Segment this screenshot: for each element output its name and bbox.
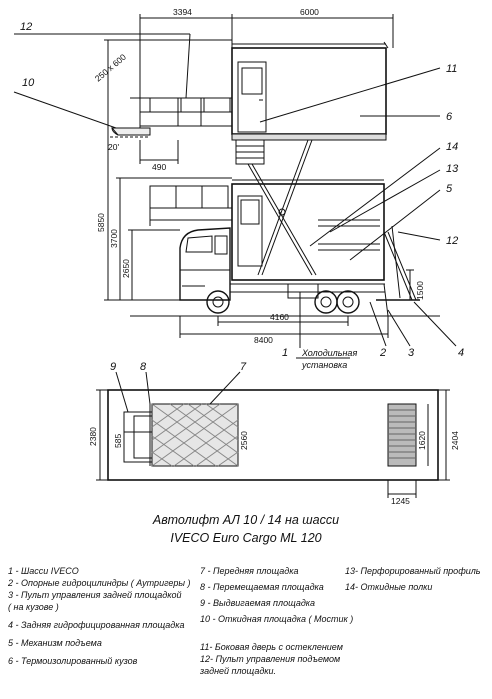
dim-6000: 6000 (300, 7, 319, 17)
legend-item: ( на кузове ) (8, 602, 59, 612)
callout-6: 6 (446, 111, 453, 123)
dim-2560: 2560 (239, 431, 249, 450)
callout-12-right: 12 (446, 235, 458, 247)
legend-item: 8 - Перемещаемая площадка (200, 582, 324, 592)
dim-1620: 1620 (417, 431, 427, 450)
callout-7: 7 (240, 361, 247, 373)
cold-unit-line1: Холодильная (301, 348, 357, 358)
cold-unit-line2: установка (301, 360, 347, 370)
legend-item: 4 - Задняя гидрофицированная площадка (8, 620, 185, 630)
dim-8400: 8400 (254, 335, 273, 345)
dim-3700: 3700 (109, 229, 119, 248)
lift-mechanism (247, 139, 317, 276)
drawing-title: Автолифт АЛ 10 / 14 на шасси (152, 513, 340, 527)
legend-item: задней площадки. (200, 666, 277, 676)
callout-1: 1 (282, 347, 288, 359)
callout-13: 13 (446, 163, 459, 175)
callout-12-top: 12 (20, 21, 32, 33)
callout-labels: 12 10 11 6 14 13 5 12 1 2 3 4 9 8 7 (20, 21, 464, 373)
dim-2404: 2404 (450, 431, 460, 450)
dim-3394: 3394 (173, 7, 192, 17)
legend-item: 10 - Откидная площадка ( Мостик ) (200, 614, 354, 624)
dim-250x600: 250 x 600 (93, 52, 128, 84)
legend-item: 9 - Выдвигаемая площадка (200, 598, 316, 608)
dim-1500: 1500 (415, 281, 425, 300)
legend-item: 6 - Термоизолированный кузов (8, 656, 138, 666)
drawing-subtitle: IVECO Euro Cargo ML 120 (170, 531, 322, 545)
technical-drawing: 3394 6000 250 x 600 20' 490 5850 3700 26… (13, 7, 464, 506)
legend-item: 12- Пульт управления подъемом (200, 654, 341, 664)
legend-item (200, 625, 353, 635)
callout-2: 2 (379, 347, 386, 359)
callout-5: 5 (446, 183, 453, 195)
callout-14: 14 (446, 141, 458, 153)
dim-2650: 2650 (121, 259, 131, 278)
legend-item: 13- Перфорированный профиль (345, 566, 481, 576)
dim-1245: 1245 (391, 496, 410, 506)
legend-item: 3 - Пульт управления задней площадкой (8, 590, 182, 600)
cold-unit-label: Холодильная установка (301, 348, 357, 370)
legend-item: 2 - Опорные гидроцилиндры ( Аутригеры ) (8, 578, 191, 588)
lifted-body-view (110, 14, 394, 165)
dim-4160: 4160 (270, 312, 289, 322)
callout-8: 8 (140, 361, 147, 373)
legend-column-3: 13- Перфорированный профиль 14- Откидные… (345, 565, 481, 593)
callout-9: 9 (110, 361, 116, 373)
legend-item: 7 - Передняя площадка (200, 566, 299, 576)
legend-item: 14- Откидные полки (345, 582, 433, 592)
dim-20: 20' (108, 142, 119, 152)
legend-column-2: 7 - Передняя площадка 8 - Перемещаемая п… (200, 565, 353, 677)
leader-lines (13, 33, 457, 413)
legend-item: 1 - Шасси IVECO (8, 566, 79, 576)
legend-column-1: 1 - Шасси IVECO 2 - Опорные гидроцилиндр… (8, 565, 191, 667)
dim-2380: 2380 (88, 427, 98, 446)
dim-490: 490 (152, 162, 166, 172)
callout-4: 4 (458, 347, 464, 359)
callout-11: 11 (446, 63, 457, 75)
legend-item: 5 - Механизм подъема (8, 638, 102, 648)
dim-585: 585 (113, 434, 123, 448)
truck-side-view (104, 39, 440, 338)
plan-view (96, 389, 450, 498)
dim-5850: 5850 (96, 213, 106, 232)
legend-item: 11- Боковая дверь с остеклением (200, 642, 343, 652)
callout-3: 3 (408, 347, 415, 359)
callout-10: 10 (22, 77, 35, 89)
